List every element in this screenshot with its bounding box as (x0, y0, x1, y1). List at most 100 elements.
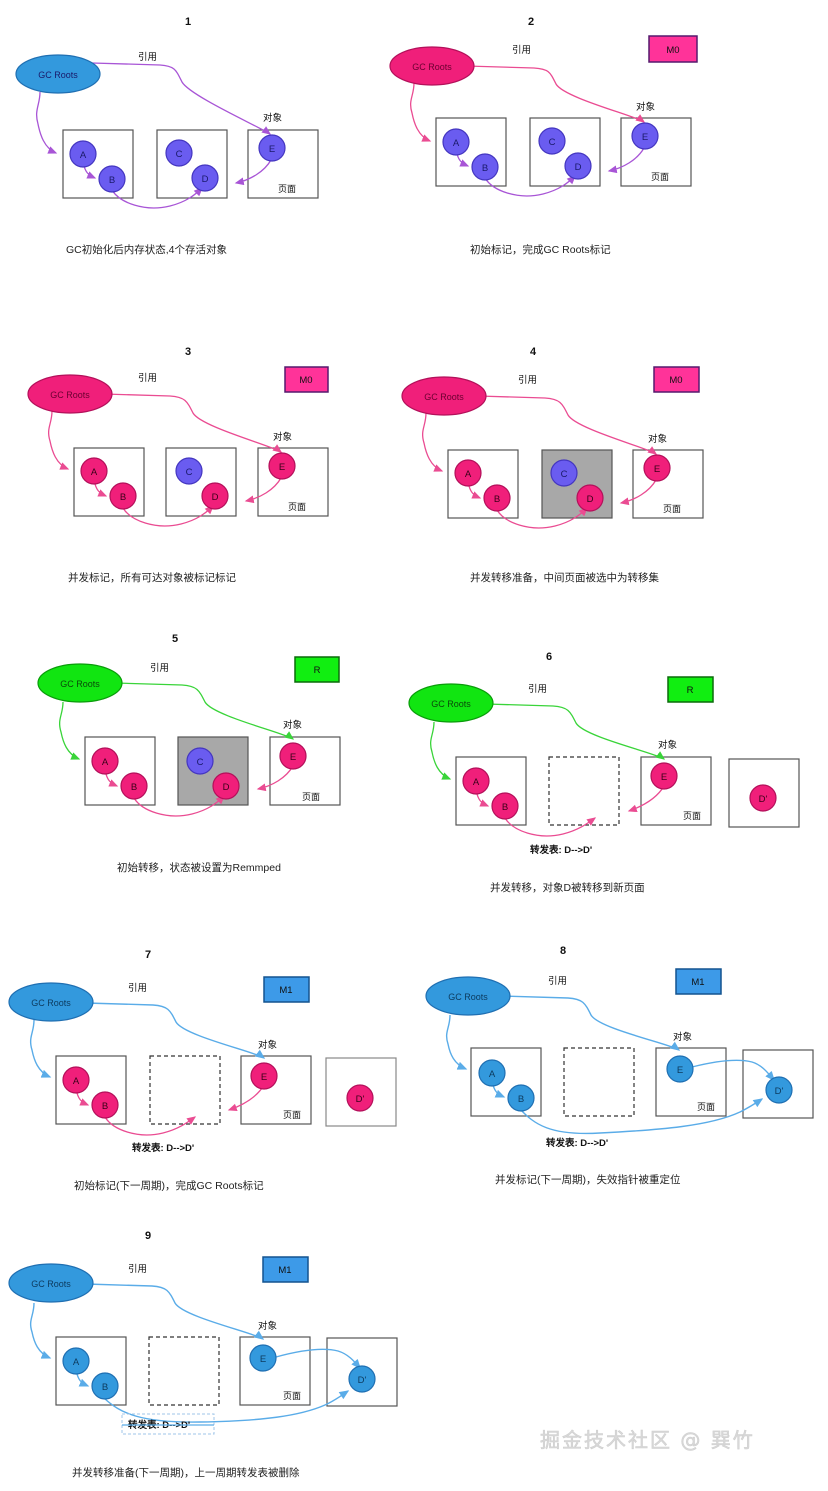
node-e (268, 452, 296, 480)
node-a-label: A (453, 138, 460, 149)
node-e-label: E (661, 772, 667, 783)
node-a-label: A (102, 757, 109, 768)
node-b (483, 484, 511, 512)
page-box-2-selected (177, 736, 249, 806)
node-b (120, 772, 148, 800)
panel-8: 8 GC Roots A B E D' 引用 对象 页面 转发表: D-->D'… (400, 940, 828, 1210)
node-b-label: B (102, 1382, 108, 1393)
reference-label: 引用 (138, 373, 157, 384)
panel-caption: 并发转移准备，中间页面被选中为转移集 (470, 572, 659, 584)
panel-number: 5 (172, 633, 179, 645)
watermark: 掘金技术社区 @ 巽竹 (540, 1428, 755, 1453)
node-a-label: A (473, 777, 480, 788)
node-e (650, 762, 678, 790)
panel-caption: 并发转移准备(下一周期)，上一周期转发表被删除 (72, 1467, 300, 1479)
object-label: 对象 (258, 1039, 278, 1051)
page-box-2-empty (148, 1336, 220, 1406)
page-label: 页面 (288, 502, 306, 512)
edge-roots-to-e (91, 62, 272, 135)
badge-m1 (263, 976, 310, 1003)
node-e-label: E (290, 752, 296, 763)
node-d (576, 484, 604, 512)
panel-2-diagram: GC Roots A B C D E 引用 对象 页面 M0 (389, 35, 698, 197)
edge-b-to-d (122, 505, 214, 527)
reference-label: 引用 (548, 976, 567, 987)
panel-3-diagram: GC Roots A B C D E 引用 对象 页面 M0 (27, 366, 329, 527)
edge-roots-to-a (29, 1019, 52, 1078)
badge-m1 (675, 968, 722, 995)
node-a (91, 747, 119, 775)
page-box-1 (447, 449, 519, 519)
node-a-label: A (91, 467, 98, 478)
gc-roots-label: GC Roots (431, 699, 471, 709)
edge-b-to-d (133, 795, 225, 817)
node-d (564, 152, 592, 180)
gc-roots-ellipse (15, 54, 101, 94)
badge-label: R (687, 685, 694, 696)
page-box-3 (240, 1055, 312, 1125)
edge-b-to-d (111, 187, 203, 209)
node-b (507, 1084, 535, 1112)
page-label: 页面 (651, 172, 669, 182)
page-label: 页面 (697, 1102, 715, 1112)
node-d-prime (765, 1076, 793, 1104)
page-box-1 (55, 1336, 127, 1406)
node-c-label: C (561, 469, 568, 480)
forward-table-label: 转发表: D-->D' (546, 1137, 608, 1149)
gc-roots-label: GC Roots (38, 70, 78, 80)
badge-r (667, 676, 714, 703)
node-b (491, 792, 519, 820)
gc-roots-label: GC Roots (448, 992, 488, 1002)
node-b (91, 1372, 119, 1400)
node-e (666, 1055, 694, 1083)
badge-label: M1 (278, 1265, 291, 1276)
page-label: 页面 (278, 184, 296, 194)
gc-roots-label: GC Roots (60, 679, 100, 689)
object-label: 对象 (283, 719, 303, 731)
node-a (69, 140, 97, 168)
forward-table-label: 转发表: D-->D' (132, 1142, 194, 1154)
edge-roots-to-a (429, 721, 452, 780)
node-e-label: E (654, 464, 660, 475)
node-e-label: E (677, 1065, 683, 1076)
gc-roots-ellipse (8, 1263, 94, 1303)
page-label: 页面 (283, 1391, 301, 1401)
reference-label: 引用 (128, 983, 147, 994)
gc-roots-label: GC Roots (50, 390, 90, 400)
edge-roots-to-e (85, 1283, 265, 1340)
panel-caption: 初始标记(下一周期)，完成GC Roots标记 (74, 1180, 264, 1192)
panel-9: 9 GC Roots A B E D' 引用 对象 页面 转发表: D-->D'… (0, 1225, 440, 1491)
node-a-label: A (489, 1069, 496, 1080)
badge-r (294, 656, 340, 683)
gc-roots-label: GC Roots (31, 998, 71, 1008)
panel-2: 2 GC Roots A B C D E 引用 对象 页面 M0 初始标记，完成… (389, 0, 828, 280)
edge-roots-to-a (47, 410, 70, 470)
edge-e-to-d (607, 147, 645, 174)
node-d-prime (348, 1365, 376, 1393)
edge-roots-to-e (465, 65, 646, 123)
panel-3: 3 GC Roots A B C D E 引用 对象 页面 M0 并发标记，所有… (0, 330, 414, 610)
edge-e-to-dprime (691, 1059, 775, 1082)
edge-roots-to-a (421, 412, 444, 472)
page-box-2 (156, 129, 228, 199)
node-b (98, 165, 126, 193)
gc-roots-ellipse (8, 982, 94, 1022)
node-b (109, 482, 137, 510)
gc-roots-ellipse (425, 976, 511, 1016)
node-e-label: E (279, 462, 285, 473)
panel-number: 2 (528, 16, 535, 28)
node-a (62, 1347, 90, 1375)
node-b-label: B (518, 1094, 524, 1105)
node-e (249, 1344, 277, 1372)
edge-b-to-forward (104, 1116, 197, 1136)
node-d-label: D (212, 492, 219, 503)
object-label: 对象 (658, 739, 678, 751)
page-label: 页面 (683, 811, 701, 821)
node-b-label: B (131, 782, 137, 793)
edge-roots-to-e (114, 682, 295, 740)
node-b (471, 153, 499, 181)
node-d-prime-label: D' (759, 794, 768, 805)
reference-label: 引用 (528, 684, 547, 695)
panel-number: 7 (145, 949, 152, 961)
node-e (250, 1062, 278, 1090)
